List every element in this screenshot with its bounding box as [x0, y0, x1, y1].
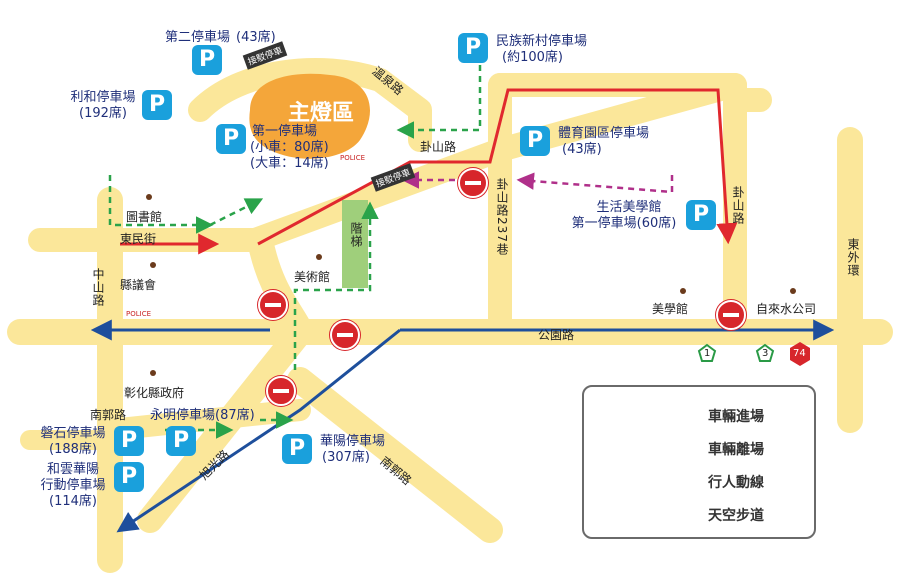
place-dot: [146, 194, 152, 200]
parking-icon[interactable]: P: [192, 45, 222, 75]
road-label: 卦山路237巷: [495, 178, 509, 256]
parking-name: 和雲華陽: [46, 462, 99, 477]
pedestrian-routes: [108, 65, 482, 439]
route-number: 1: [704, 348, 711, 359]
place-label: 彰化縣政府: [124, 386, 185, 400]
legend-label: 天空步道: [708, 508, 764, 524]
legend-row-pedestrian: 行人動線: [612, 472, 802, 492]
legend-label: 行人動線: [708, 475, 764, 491]
place-dot: [316, 254, 322, 260]
parking-name: 生活美學館: [596, 200, 662, 215]
parking-icon[interactable]: P: [520, 126, 550, 156]
no-entry-icon: [266, 376, 296, 406]
route-badges: [697, 342, 810, 366]
place-dot: [790, 288, 796, 294]
legend-box: 車輛進場 車輛離場 行人動線 天空步道: [582, 385, 816, 539]
legend-label: 車輛進場: [708, 409, 764, 425]
legend-row-entry: 車輛進場: [612, 406, 802, 426]
legend-row-exit: 車輛離場: [612, 439, 802, 459]
parking-name: 體育園區停車場: [558, 126, 650, 141]
parking-name: 第二停車場: [165, 30, 231, 45]
parking-detail: (114席): [49, 494, 97, 509]
place-label: 自來水公司: [756, 302, 817, 316]
parking-detail: (43席): [562, 142, 602, 157]
road-label: 南郭路: [90, 408, 127, 422]
police-badge: POLICE: [126, 310, 152, 318]
parking-icon[interactable]: P: [166, 426, 196, 456]
place-dot: [150, 370, 156, 376]
parking-detail: (大車：14席): [250, 156, 329, 171]
parking-detail: (43席): [236, 30, 276, 45]
road-label: 東外環: [846, 238, 860, 277]
parking-detail: (小車：80席): [250, 140, 329, 155]
parking-detail: 第一停車場(60席): [571, 216, 677, 231]
parking-detail: (192席): [79, 106, 127, 121]
sky-walkway-routes: [401, 171, 674, 194]
legend-row-skywalk: 天空步道: [612, 505, 802, 525]
parking-name: 第一停車場: [252, 124, 318, 139]
parking-name: 永明停車場(87席): [150, 408, 255, 423]
parking-icon[interactable]: P: [114, 462, 144, 492]
parking-icon[interactable]: P: [216, 124, 246, 154]
place-label: 圖書館: [126, 210, 163, 224]
place-label: 美學館: [652, 302, 689, 316]
road-network: [7, 58, 893, 573]
no-entry-icon: [258, 290, 288, 320]
vehicle-exit-routes: [90, 319, 835, 533]
police-badge: POLICE: [340, 154, 366, 162]
road-label: 卦山路: [420, 140, 457, 154]
parking-detail: (188席): [49, 442, 97, 457]
parking-detail: (307席): [322, 450, 370, 465]
road-label: 中山路: [91, 268, 105, 307]
parking-name: 華陽停車場: [320, 434, 386, 449]
place-label: 縣議會: [120, 278, 157, 292]
place-label: 美術館: [294, 270, 331, 284]
no-entry-icon: [330, 320, 360, 350]
road-label: 東民街: [120, 232, 157, 246]
place-dot: [150, 262, 156, 268]
parking-icon[interactable]: P: [114, 426, 144, 456]
place-dot: [680, 288, 686, 294]
legend-label: 車輛離場: [708, 442, 764, 458]
route-number: 3: [762, 348, 769, 359]
parking-name: 民族新村停車場: [496, 34, 588, 49]
parking-icon[interactable]: P: [142, 90, 172, 120]
parking-icon[interactable]: P: [458, 33, 488, 63]
parking-name: 磐石停車場: [40, 426, 106, 441]
parking-name: 利和停車場: [70, 90, 136, 105]
stairs-label: 階梯: [349, 222, 363, 248]
main-area-shape: [249, 73, 370, 159]
no-entry-icon: [458, 168, 488, 198]
parking-icon[interactable]: P: [282, 434, 312, 464]
parking-detail: 行動停車場: [40, 478, 106, 493]
no-entry-icon: [716, 300, 746, 330]
road-label: 公園路: [538, 328, 575, 342]
parking-icon[interactable]: P: [686, 200, 716, 230]
route-number: 74: [793, 348, 806, 359]
main-area-label: 主燈區: [288, 101, 355, 126]
parking-detail: (約100席): [502, 50, 563, 65]
road-label: 卦山路: [731, 186, 745, 225]
